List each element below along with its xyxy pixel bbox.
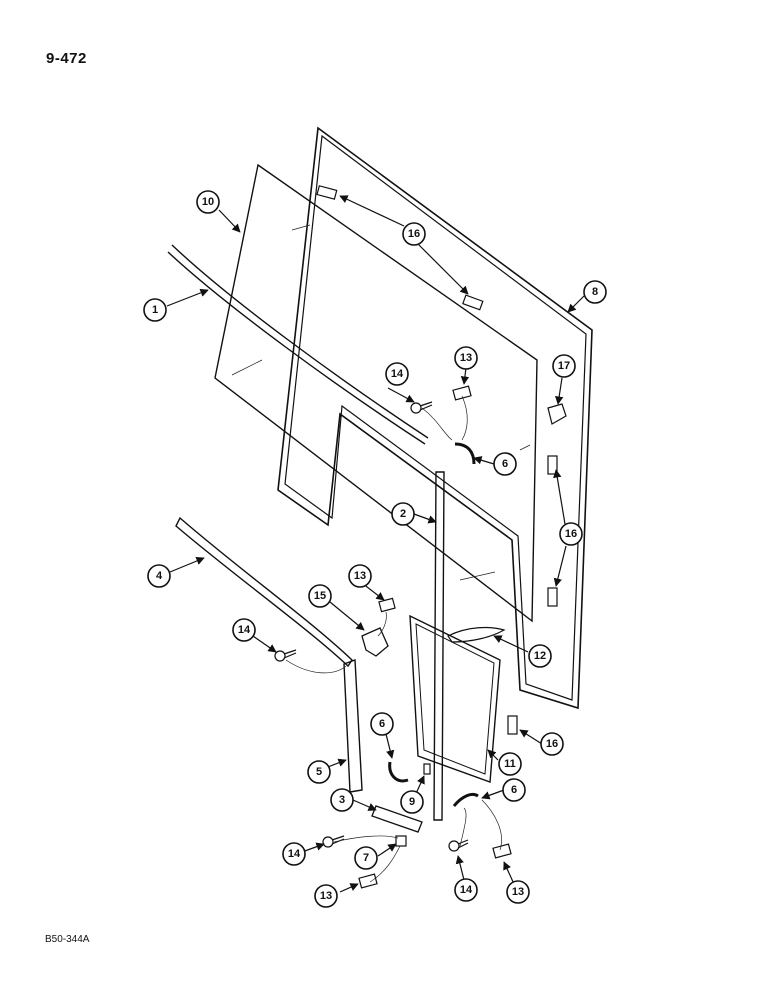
callout-13-upper: 13 bbox=[454, 346, 478, 370]
callout-16-right: 16 bbox=[559, 522, 583, 546]
callout-6-lower: 6 bbox=[502, 778, 526, 802]
callout-5: 5 bbox=[307, 760, 331, 784]
callout-14-left: 14 bbox=[232, 618, 256, 642]
svg-text:16: 16 bbox=[565, 528, 577, 540]
svg-text:14: 14 bbox=[238, 624, 251, 636]
callout-17: 17 bbox=[552, 354, 576, 378]
pads-part-16 bbox=[316, 185, 558, 735]
callout-15: 15 bbox=[308, 584, 332, 608]
callout-4: 4 bbox=[147, 564, 171, 588]
svg-text:14: 14 bbox=[288, 848, 301, 860]
svg-text:7: 7 bbox=[363, 852, 369, 864]
callout-1: 1 bbox=[143, 298, 167, 322]
callout-9: 9 bbox=[400, 790, 424, 814]
svg-text:6: 6 bbox=[511, 784, 517, 796]
upper-seal-strip-part-1 bbox=[167, 244, 429, 445]
callout-10: 10 bbox=[196, 190, 220, 214]
svg-text:16: 16 bbox=[408, 228, 420, 240]
fasteners bbox=[274, 385, 512, 889]
curved-trim-part-4 bbox=[175, 516, 353, 668]
callout-16-top: 16 bbox=[402, 222, 426, 246]
svg-text:12: 12 bbox=[534, 650, 546, 662]
svg-text:6: 6 bbox=[379, 718, 385, 730]
hook-part-6-right bbox=[452, 792, 479, 807]
svg-text:5: 5 bbox=[316, 766, 322, 778]
bottom-tube-part-3 bbox=[371, 805, 423, 833]
callout-6-upper: 6 bbox=[493, 452, 517, 476]
callout-14-lower-right: 14 bbox=[454, 878, 478, 902]
callout-11: 11 bbox=[498, 752, 522, 776]
callout-8: 8 bbox=[583, 280, 607, 304]
svg-text:13: 13 bbox=[354, 570, 366, 582]
trim-post-part-5 bbox=[343, 659, 363, 793]
svg-text:1: 1 bbox=[152, 304, 158, 316]
svg-text:13: 13 bbox=[320, 890, 332, 902]
hook-part-6-upper bbox=[454, 442, 476, 465]
post-seal-part-2 bbox=[433, 471, 445, 821]
hook-part-6-left bbox=[388, 761, 409, 783]
clip-part-9 bbox=[423, 763, 431, 775]
callout-6-left: 6 bbox=[370, 712, 394, 736]
svg-text:2: 2 bbox=[400, 508, 406, 520]
svg-text:3: 3 bbox=[339, 794, 345, 806]
glass-panel-part-10 bbox=[214, 163, 538, 623]
svg-text:16: 16 bbox=[546, 738, 558, 750]
callout-14-upper: 14 bbox=[385, 362, 409, 386]
figure-code: B50-344A bbox=[45, 934, 90, 945]
svg-text:9: 9 bbox=[409, 796, 415, 808]
bracket-part-15 bbox=[361, 627, 389, 657]
callout-16-lower: 16 bbox=[540, 732, 564, 756]
svg-text:10: 10 bbox=[202, 196, 214, 208]
callout-13-lower-right: 13 bbox=[506, 880, 530, 904]
svg-text:13: 13 bbox=[512, 886, 524, 898]
svg-text:15: 15 bbox=[314, 590, 326, 602]
svg-text:8: 8 bbox=[592, 286, 598, 298]
svg-text:6: 6 bbox=[502, 458, 508, 470]
svg-text:17: 17 bbox=[558, 360, 570, 372]
callout-13-middle: 13 bbox=[348, 564, 372, 588]
seal-frame-part-8 bbox=[277, 126, 593, 710]
svg-text:13: 13 bbox=[460, 352, 472, 364]
svg-text:11: 11 bbox=[504, 758, 516, 770]
callout-14-lower-left: 14 bbox=[282, 842, 306, 866]
svg-text:14: 14 bbox=[460, 884, 473, 896]
callout-13-lower-left: 13 bbox=[314, 884, 338, 908]
side-glass-part-11 bbox=[409, 614, 501, 783]
latch-part-12 bbox=[447, 626, 506, 643]
callout-3: 3 bbox=[330, 788, 354, 812]
page-number: 9-472 bbox=[46, 50, 87, 67]
callout-12: 12 bbox=[528, 644, 552, 668]
callout-7: 7 bbox=[354, 846, 378, 870]
svg-text:4: 4 bbox=[156, 570, 163, 582]
callout-2: 2 bbox=[391, 502, 415, 526]
hinge-part-17 bbox=[547, 403, 567, 425]
svg-text:14: 14 bbox=[391, 368, 404, 380]
